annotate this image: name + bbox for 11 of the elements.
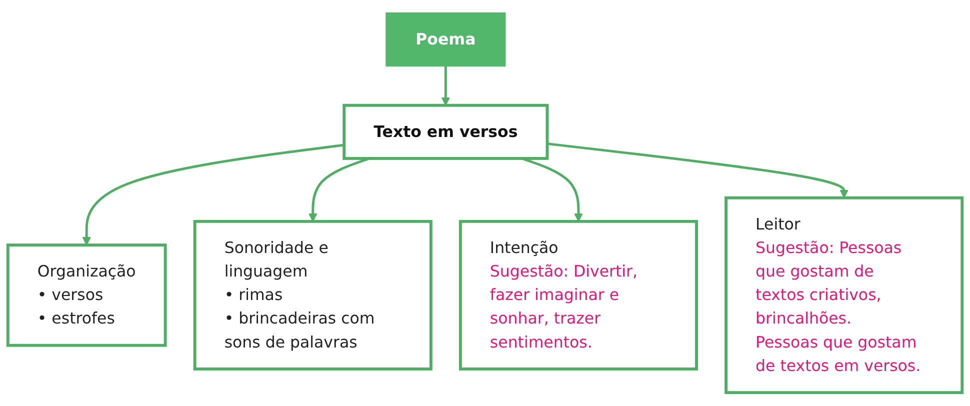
node-box: Organização • versos • estrofes (6, 244, 167, 348)
node-box: Leitor Sugestão: Pessoas que gostam de textos criativos, brincalhões. Pessoas que gostam de textos em versos. (724, 196, 964, 394)
arrow (547, 142, 848, 198)
arrow (441, 66, 450, 106)
arrow (522, 158, 583, 222)
node-box: Poema (386, 12, 506, 67)
node-box: Sonoridade e linguagem • rimas • brincadeiras com sons de palavras (193, 220, 432, 371)
node-box: Texto em versos (342, 104, 549, 160)
arrow (82, 144, 344, 246)
node-box: Intenção Sugestão: Divertir, fazer imaginar e sonhar, trazer sentimentos. (458, 220, 698, 371)
arrow (308, 158, 370, 222)
